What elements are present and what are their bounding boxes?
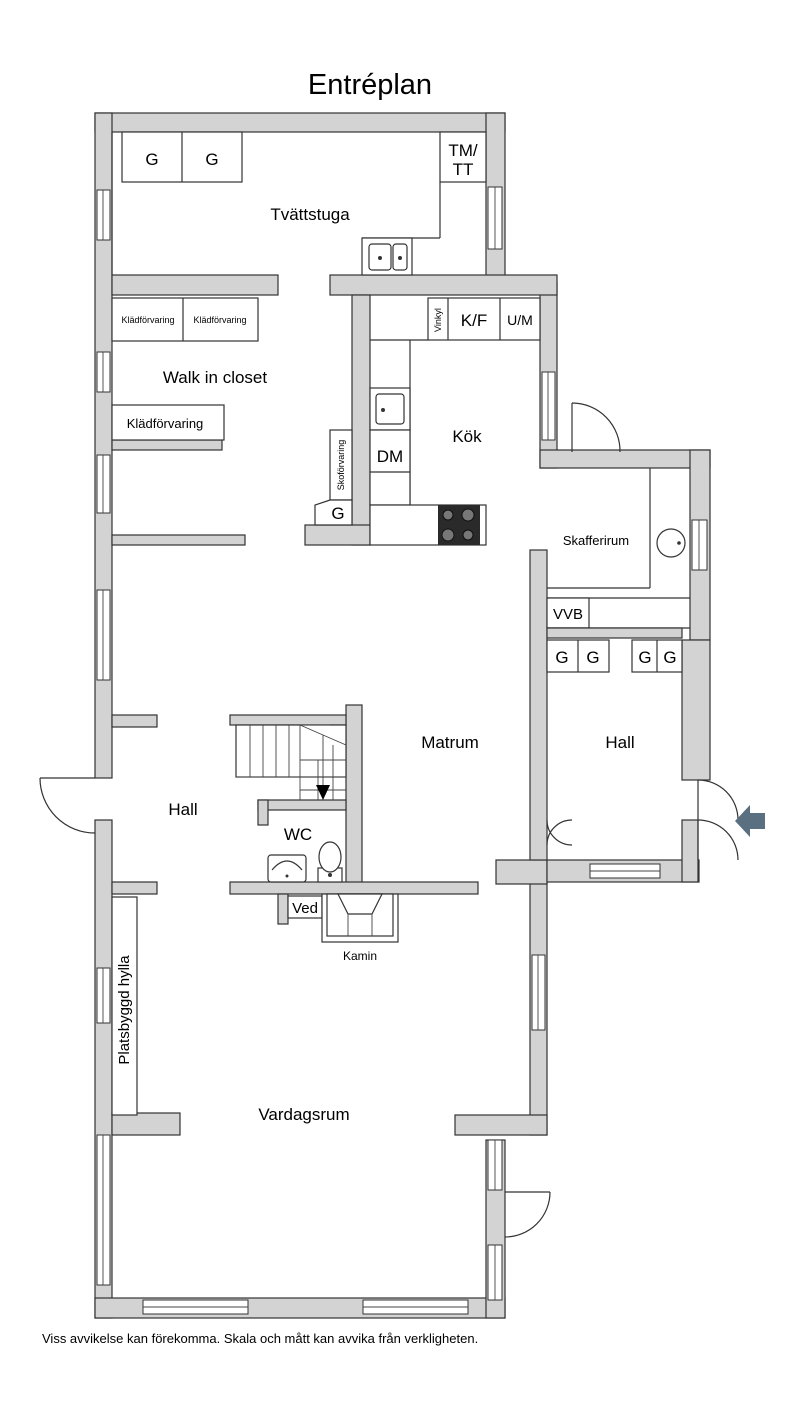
fixture-g-1: G [145,150,158,169]
walk-in-closet: Klädförvaring Klädförvaring Klädförvarin… [111,297,268,441]
fixture-dm: DM [377,447,403,466]
room-label-wc: WC [284,825,312,844]
room-label-matrum: Matrum [421,733,479,752]
plan-title: Entréplan [308,69,432,101]
toilet-icon [318,841,342,873]
fixture-kladforvaring-3: Klädförvaring [127,416,204,431]
room-label-skafferirum: Skafferirum [563,533,629,548]
fireplace-area: Ved Kamin [287,893,399,963]
pantry: VVB Skafferirum [546,468,690,629]
fixture-ved: Ved [292,900,318,917]
room-label-hall-right: Hall [605,733,634,752]
stair-direction-arrow-icon [316,785,330,800]
interior-walls [111,274,558,1136]
room-label-vardagsrum: Vardagsrum [258,1105,349,1124]
fixture-g-4: G [555,648,568,667]
fixture-skoforvaring: Skoförvaring [336,440,346,491]
fixture-kladforvaring-2: Klädförvaring [193,315,246,325]
fixture-tt-label: TT [453,160,474,179]
footnote-disclaimer: Viss avvikelse kan förekomma. Skala och … [42,1331,478,1346]
staircase [235,724,347,800]
laundry-room: G G TM/ TT Tvättstuga [111,131,487,276]
fixture-g-6: G [638,648,651,667]
entrance-arrow-icon [735,805,765,837]
fixture-kamin: Kamin [343,949,377,963]
room-label-tvattstuga: Tvättstuga [270,205,350,224]
wc: WC [267,825,343,883]
fixture-kf: K/F [461,311,487,330]
fixture-vvb: VVB [553,606,583,623]
room-label-kok: Kök [452,427,482,446]
kitchen-sink-drain-icon [381,408,385,412]
windows [96,186,708,1315]
fixture-g-5: G [586,648,599,667]
sink-drain-icon [378,256,382,260]
doors [39,402,739,1238]
fixture-g-3: G [331,504,344,523]
hall-right: G G G G Hall [546,627,683,752]
room-label-walk-in-closet: Walk in closet [163,368,268,387]
fixture-vinkyl: Vinkyl [433,308,443,332]
fixture-tm-label: TM/ [448,141,478,160]
fixture-platsbyggd-hylla: Platsbyggd hylla [116,955,133,1065]
fixture-g-2: G [205,150,218,169]
kitchen: Vinkyl K/F U/M DM Kök Skoförvaring G [314,297,541,546]
fixture-um: U/M [507,312,533,328]
built-in-shelf: Platsbyggd hylla [111,896,138,1116]
sink-drain-icon [398,256,402,260]
fixture-kladforvaring-1: Klädförvaring [121,315,174,325]
fixture-g-7: G [663,648,676,667]
pantry-sink-icon [656,528,686,558]
room-label-hall-left: Hall [168,800,197,819]
